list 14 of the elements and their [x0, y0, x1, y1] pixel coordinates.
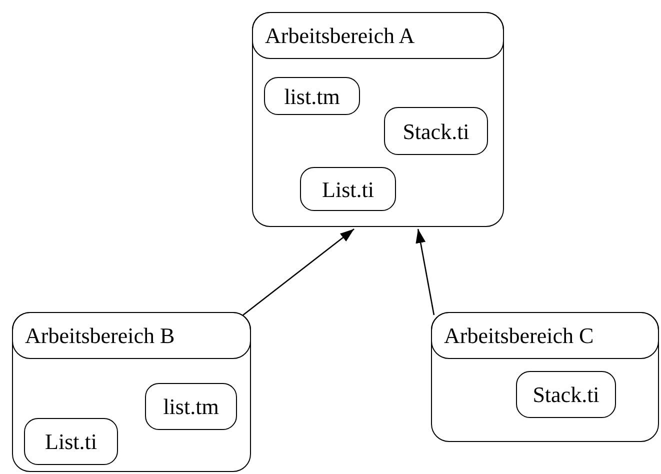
file-box: list.tm: [145, 383, 237, 430]
file-box: list.tm: [264, 77, 360, 115]
workspace-box: [12, 312, 251, 472]
file-box: Stack.ti: [516, 371, 616, 418]
file-box: List.ti: [300, 167, 396, 211]
workspace-heading: Arbeitsbereich A: [252, 12, 504, 59]
workspace-box: [252, 12, 504, 227]
file-box: List.ti: [24, 418, 118, 465]
workspace-box: [431, 312, 659, 442]
workspace-heading: Arbeitsbereich C: [431, 312, 659, 359]
workspace-heading: Arbeitsbereich B: [12, 312, 251, 359]
file-box: Stack.ti: [384, 107, 488, 155]
arrow: [242, 228, 354, 316]
arrow: [416, 228, 435, 316]
